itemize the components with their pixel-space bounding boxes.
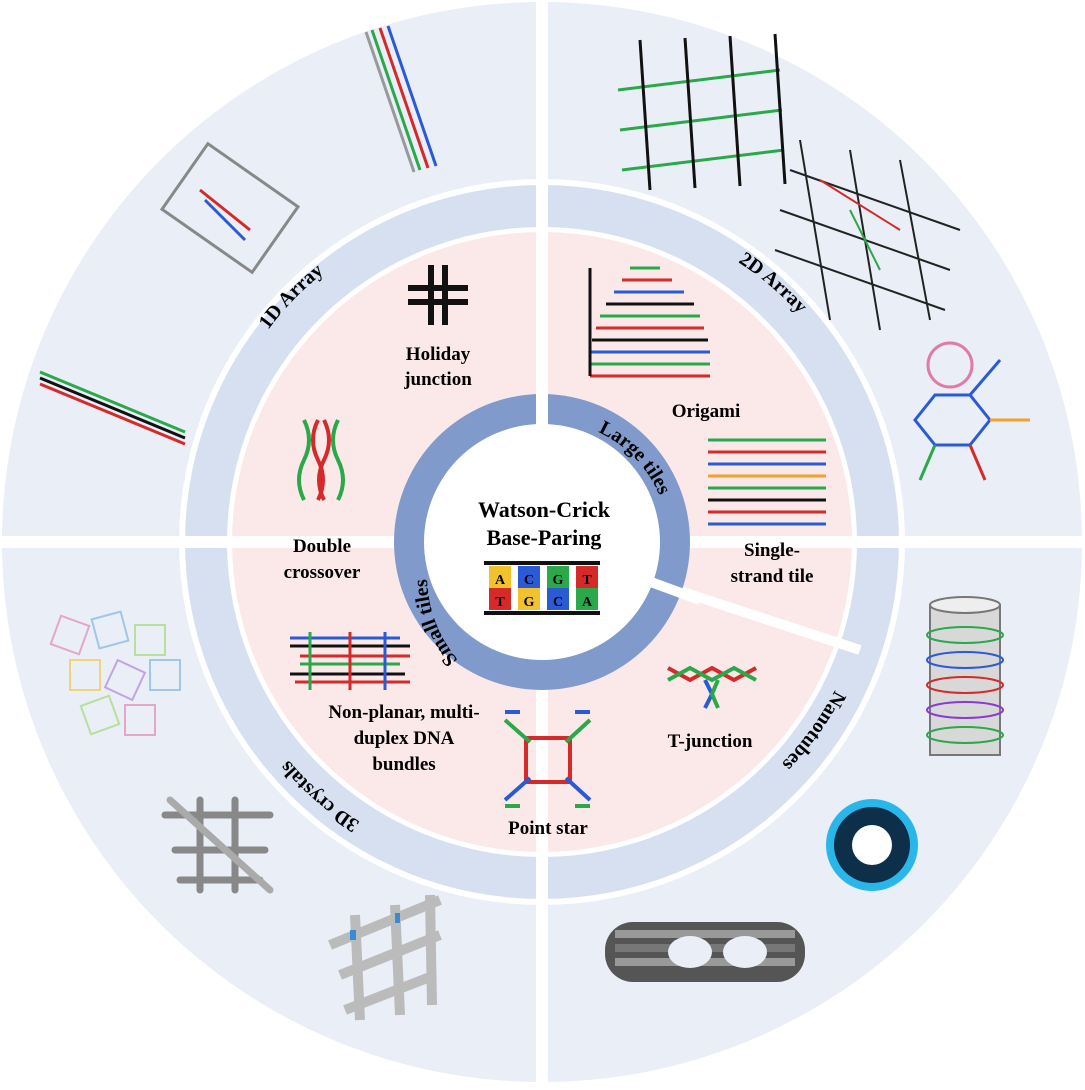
point-star-icon [503,710,592,808]
nanotube-cylinder [926,596,1004,756]
sst-label-2: strand tile [731,566,814,587]
2d-lattice-grid [617,33,787,191]
double-crossover-icon [297,419,345,501]
holiday-label-1: Holiday [406,344,471,365]
3d-crystal-beams [328,894,442,1021]
2d-network [774,139,961,331]
single-strand-tile-icon [708,438,826,526]
3d-crystal-cluster [49,610,181,736]
sst-label-1: Single- [744,540,800,561]
1d-ribbon-top [364,25,438,173]
base-top-1: A [495,573,506,588]
dx-label-2: crossover [284,562,361,583]
base-bottom-4: A [582,595,593,610]
base-bottom-2: G [524,595,535,610]
holiday-label-2: junction [403,369,472,390]
1d-ladder [159,141,301,275]
center-title-line1: Watson-Crick [478,497,611,522]
center-title-line2: Base-Paring [487,525,602,550]
base-top-3: G [553,573,564,588]
2d-hexagonal-lattice [913,341,1030,481]
origami-label: Origami [672,401,741,422]
np-label-3: bundles [372,754,435,775]
t-junction-icon [667,665,757,709]
point-star-label: Point star [508,818,588,839]
holiday-junction-icon [408,265,468,325]
nanotube-bundle [605,922,805,982]
1d-duplex [39,370,186,446]
dx-label-1: Double [293,536,351,557]
np-label-1: Non-planar, multi- [328,702,479,723]
t-junction-label: T-junction [668,731,753,752]
origami-icon [588,266,710,378]
base-top-2: C [524,573,534,588]
multi-duplex-bundle-icon [290,632,410,690]
base-bottom-1: T [495,595,505,610]
nanotube-ring [826,799,918,891]
np-label-2: duplex DNA [354,728,455,749]
3d-crystal-lattice [161,796,274,894]
base-pair-icon: A C G T T G C A [484,561,600,615]
base-bottom-3: C [553,595,563,610]
base-top-4: T [582,573,592,588]
